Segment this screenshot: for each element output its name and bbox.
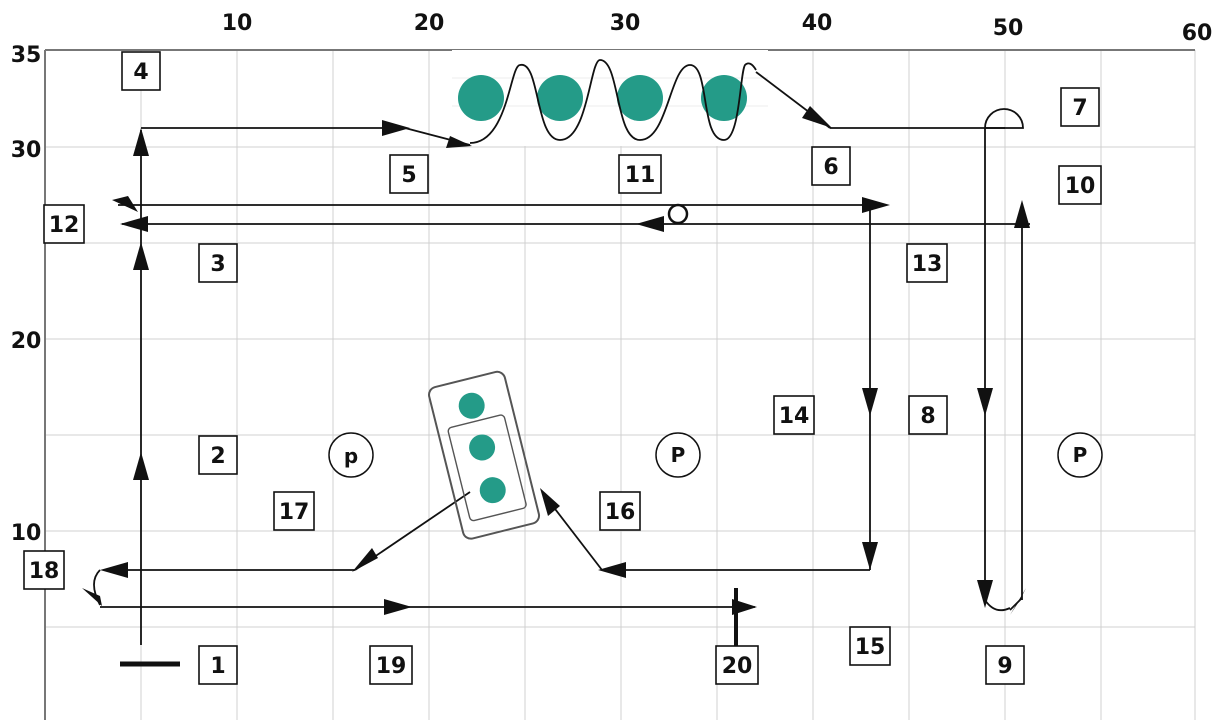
station-number: 13 bbox=[912, 252, 943, 277]
cone-icon bbox=[617, 75, 663, 121]
station-number: 4 bbox=[133, 60, 148, 85]
station-number: 15 bbox=[855, 635, 886, 660]
station-number: 18 bbox=[29, 559, 60, 584]
x-tick-label: 20 bbox=[414, 11, 445, 36]
station-12: 12 bbox=[43, 204, 85, 244]
station-14: 14 bbox=[773, 395, 815, 435]
station-number: 6 bbox=[823, 155, 838, 180]
y-axis-labels: 35 30 20 10 bbox=[11, 43, 42, 546]
marker-label: p bbox=[344, 444, 358, 468]
x-tick-label: 10 bbox=[222, 11, 253, 36]
station-6: 6 bbox=[811, 146, 851, 186]
y-tick-label: 35 bbox=[11, 43, 42, 68]
cone-icon bbox=[458, 75, 504, 121]
station-number: 3 bbox=[210, 252, 225, 277]
station-2: 2 bbox=[198, 435, 238, 475]
cone-icon bbox=[458, 392, 485, 419]
y-tick-label: 30 bbox=[11, 138, 42, 163]
station-number: 14 bbox=[779, 404, 810, 429]
station-17: 17 bbox=[273, 491, 315, 531]
station-number: 1 bbox=[210, 654, 225, 679]
marker-label: P bbox=[1073, 443, 1088, 467]
y-tick-label: 10 bbox=[11, 521, 42, 546]
cone-icon bbox=[537, 75, 583, 121]
cone-icon bbox=[701, 75, 747, 121]
station-number: 9 bbox=[997, 654, 1012, 679]
station-number: 20 bbox=[722, 654, 753, 679]
serpentine-path bbox=[469, 59, 757, 144]
station-8: 8 bbox=[908, 395, 948, 435]
station-number: 19 bbox=[376, 654, 407, 679]
station-9: 9 bbox=[985, 645, 1025, 685]
marker-label: P bbox=[671, 443, 686, 467]
station-7: 7 bbox=[1060, 87, 1100, 127]
station-number: 12 bbox=[49, 213, 80, 238]
station-number: 10 bbox=[1065, 174, 1096, 199]
station-15: 15 bbox=[849, 626, 891, 666]
station-5: 5 bbox=[389, 154, 429, 194]
station-boxes: 1 2 3 4 5 6 7 8 9 10 11 12 13 14 15 16 1… bbox=[23, 51, 1102, 685]
station-19: 19 bbox=[369, 645, 413, 685]
station-number: 16 bbox=[605, 500, 636, 525]
station-18: 18 bbox=[23, 550, 65, 590]
x-tick-label: 40 bbox=[802, 11, 833, 36]
station-3: 3 bbox=[198, 243, 238, 283]
p-markers: p P P bbox=[328, 432, 1103, 478]
station-number: 7 bbox=[1072, 96, 1087, 121]
cone-icon bbox=[469, 434, 496, 461]
y-tick-label: 20 bbox=[11, 329, 42, 354]
x-axis-labels: 10 20 30 40 50 60 bbox=[222, 11, 1213, 46]
station-10: 10 bbox=[1058, 165, 1102, 205]
serpentine-area bbox=[452, 50, 768, 146]
offset-cone-box bbox=[428, 370, 541, 540]
cone-icon bbox=[479, 477, 506, 504]
x-tick-label: 50 bbox=[993, 16, 1024, 41]
station-number: 5 bbox=[401, 163, 416, 188]
station-4: 4 bbox=[121, 51, 161, 91]
course-paths bbox=[82, 71, 1030, 667]
station-11: 11 bbox=[618, 154, 662, 194]
station-number: 17 bbox=[279, 500, 310, 525]
station-1: 1 bbox=[198, 645, 238, 685]
x-tick-label: 30 bbox=[610, 11, 641, 36]
station-number: 11 bbox=[625, 163, 656, 188]
x-tick-label: 60 bbox=[1182, 21, 1213, 46]
station-13: 13 bbox=[906, 243, 948, 283]
station-16: 16 bbox=[599, 491, 641, 531]
station-number: 8 bbox=[920, 404, 935, 429]
station-20: 20 bbox=[715, 645, 759, 685]
station-number: 2 bbox=[210, 444, 225, 469]
pivot-marker bbox=[667, 203, 689, 225]
